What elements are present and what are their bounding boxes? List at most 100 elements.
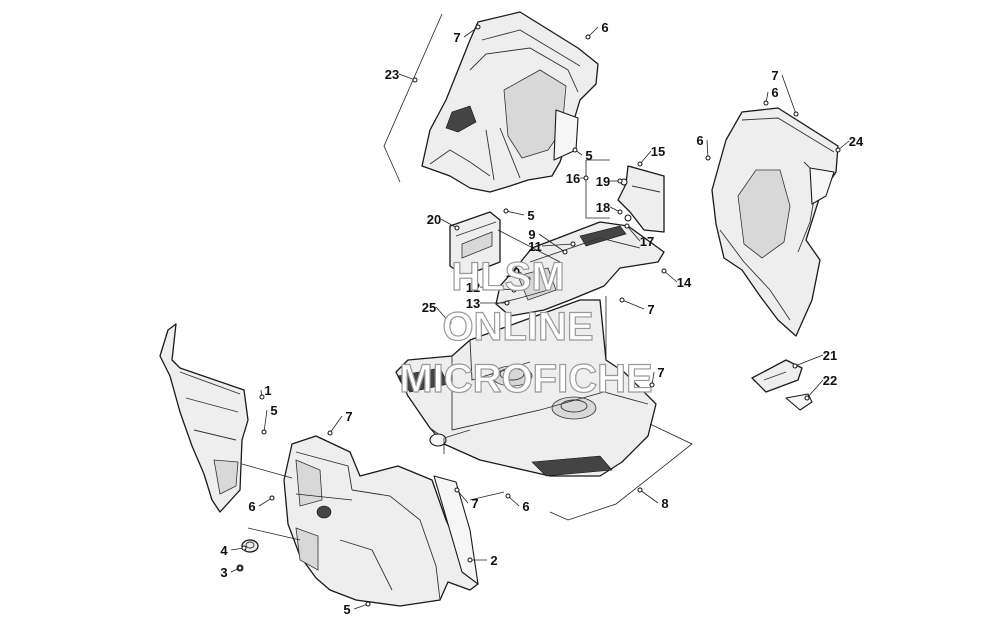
callout-target-dot <box>570 241 576 247</box>
callout-leader-line <box>435 306 450 323</box>
watermark-line-2: ONLINE <box>442 305 593 349</box>
callout-number: 20 <box>427 212 441 227</box>
callout-target-dot <box>505 493 511 499</box>
callout-target-dot <box>241 545 247 551</box>
callout-25: 25 <box>422 300 452 325</box>
callout-target-dot <box>572 147 578 153</box>
callout-leader-line <box>794 354 824 367</box>
callout-leader-line <box>258 497 273 507</box>
callout-leader-line <box>626 225 641 242</box>
callout-leader-line <box>463 26 479 38</box>
part-15-bracket-assembly <box>585 159 665 233</box>
callout-number: 5 <box>527 208 534 223</box>
part-1-left-side-panel <box>159 323 249 513</box>
callout-target-dot <box>835 147 841 153</box>
callout-target-dot <box>475 24 481 30</box>
callout-7: 7 <box>771 68 799 117</box>
callout-number: 8 <box>661 496 668 511</box>
callout-target-dot <box>525 276 531 282</box>
watermark: HLSM ONLINE MICROFICHE <box>399 254 654 401</box>
callout-7: 7 <box>649 365 665 388</box>
part-9-upper-console <box>495 221 665 317</box>
callout-target-dot <box>503 208 509 214</box>
callout-5: 5 <box>503 208 535 223</box>
callout-leader-line <box>440 218 458 229</box>
callout-target-dot <box>585 34 591 40</box>
callout-22: 22 <box>804 373 837 401</box>
callout-leader-line <box>505 210 525 216</box>
callout-number: 6 <box>248 499 255 514</box>
callout-9: 9 <box>528 227 568 255</box>
callout-number: 4 <box>220 543 228 558</box>
callout-target-dot <box>583 175 589 181</box>
callout-target-dot <box>617 209 623 215</box>
callout-7: 7 <box>453 24 481 45</box>
callout-number: 7 <box>657 365 664 380</box>
callout-15: 15 <box>637 144 665 167</box>
callout-number: 7 <box>471 496 478 511</box>
callout-number: 13 <box>466 296 480 311</box>
callout-number: 10 <box>506 265 520 280</box>
callout-target-dot <box>269 495 275 501</box>
watermark-line-3: MICROFICHE <box>399 357 652 401</box>
callout-target-dot <box>454 487 460 493</box>
callout-6: 6 <box>696 133 711 161</box>
callout-target-dot <box>661 268 667 274</box>
callout-number: 7 <box>771 68 778 83</box>
callout-target-dot <box>649 382 655 388</box>
part-8-floor-pan <box>395 299 657 477</box>
part-2-front-fender-panel <box>283 435 479 607</box>
callout-leader-line <box>398 73 416 81</box>
callout-5: 5 <box>261 403 278 435</box>
callout-number: 18 <box>596 200 610 215</box>
callout-number: 19 <box>596 174 610 189</box>
callout-7: 7 <box>327 409 353 436</box>
callout-13: 13 <box>466 296 510 311</box>
callout-number: 3 <box>220 565 227 580</box>
callout-number: 7 <box>345 409 352 424</box>
guide-lines <box>241 13 693 541</box>
callout-target-dot <box>446 319 452 325</box>
callout-5: 5 <box>572 147 593 163</box>
callout-2: 2 <box>467 553 498 568</box>
callout-number: 7 <box>647 302 654 317</box>
callout-7: 7 <box>454 487 479 511</box>
callout-number: 9 <box>528 227 535 242</box>
callout-number: 12 <box>466 280 480 295</box>
part-20-bracket <box>449 211 501 277</box>
callout-number: 16 <box>566 171 580 186</box>
callout-number: 22 <box>823 373 837 388</box>
callout-number: 21 <box>823 348 837 363</box>
callout-number: 15 <box>651 144 665 159</box>
callout-target-dot <box>562 249 568 255</box>
callout-target-dot <box>237 565 243 571</box>
callout-target-dot <box>624 223 630 229</box>
callout-number: 5 <box>585 148 592 163</box>
callout-6: 6 <box>505 493 530 514</box>
callout-8: 8 <box>637 487 669 511</box>
callout-number: 25 <box>422 300 436 315</box>
callout-number: 11 <box>528 239 542 254</box>
callout-1: 1 <box>259 383 272 400</box>
callout-target-dot <box>637 487 643 493</box>
callout-leader-line <box>663 270 678 283</box>
callout-leader-line <box>639 489 659 504</box>
callout-leader-line <box>329 415 343 434</box>
callout-leader-line <box>639 150 652 165</box>
callout-6: 6 <box>585 20 609 40</box>
callout-6: 6 <box>763 85 779 106</box>
callout-number: 2 <box>490 553 497 568</box>
callout-leader-line <box>263 409 268 433</box>
callout-target-dot <box>504 300 510 306</box>
callout-target-dot <box>637 161 643 167</box>
callout-target-dot <box>619 297 625 303</box>
callout-19: 19 <box>596 174 623 189</box>
callout-number: 17 <box>640 234 654 249</box>
callout-number: 5 <box>270 403 277 418</box>
callout-18: 18 <box>596 200 623 215</box>
callout-target-dot <box>467 557 473 563</box>
callout-number: 1 <box>264 383 271 398</box>
callout-target-dot <box>365 601 371 607</box>
callout-14: 14 <box>661 268 692 290</box>
